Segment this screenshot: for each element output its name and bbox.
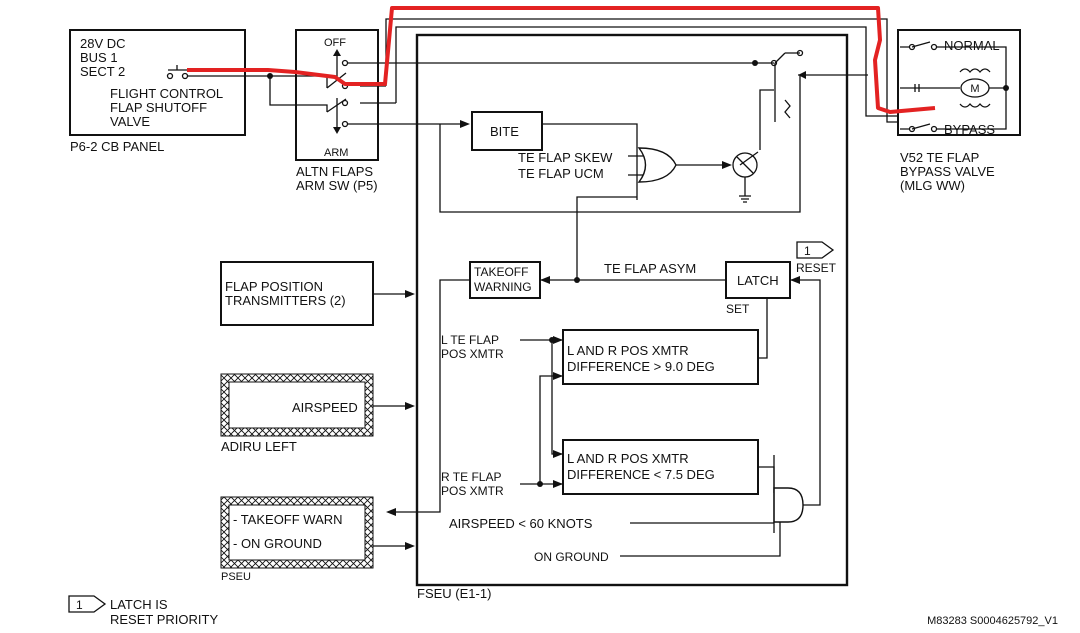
latch-box: [725, 261, 791, 299]
takeoff-warning-label-2: WARNING: [474, 280, 532, 294]
note-text-2: RESET PRIORITY: [110, 612, 218, 627]
bus-label-1: 28V DC: [80, 36, 126, 51]
normal-label: NORMAL: [944, 38, 1000, 53]
bus-label-2: BUS 1: [80, 50, 118, 65]
adiru-label: ADIRU LEFT: [221, 439, 297, 454]
svg-text:1: 1: [76, 598, 83, 612]
r-xmtr-label-2: POS XMTR: [441, 484, 504, 498]
airspeed-lt-label: AIRSPEED < 60 KNOTS: [449, 516, 593, 531]
latch-reset-label: RESET: [796, 261, 837, 275]
switch-arm-label: ARM: [324, 147, 348, 159]
cb-label-1: FLIGHT CONTROL: [110, 86, 223, 101]
fseu-box: [415, 33, 849, 587]
difference-7-label-2: DIFFERENCE < 7.5 DEG: [567, 467, 715, 482]
te-flap-ucm-label: TE FLAP UCM: [518, 166, 604, 181]
difference-7-label-1: L AND R POS XMTR: [567, 451, 689, 466]
valve-label-3: (MLG WW): [900, 178, 965, 193]
pseu-takeoff-warn-label: - TAKEOFF WARN: [233, 512, 343, 527]
bite-label: BITE: [490, 124, 519, 139]
drawing-id: M83283 S0004625792_V1: [927, 615, 1058, 627]
pseu-label: PSEU: [221, 571, 251, 583]
note-text-1: LATCH IS: [110, 597, 168, 612]
difference-9-box: [562, 329, 759, 385]
r-xmtr-label-1: R TE FLAP: [441, 470, 501, 484]
pseu-on-ground-label: - ON GROUND: [233, 536, 322, 551]
note-1-legend-icon: 1: [68, 595, 107, 613]
valve-label-2: BYPASS VALVE: [900, 164, 995, 179]
set-wire: [758, 298, 768, 359]
highlighted-circuit-path: [187, 6, 936, 114]
switch-off-label: OFF: [324, 37, 346, 49]
cb-panel-box: 28V DC BUS 1 SECT 2 FLIGHT CONTROL FLAP …: [69, 29, 246, 136]
xmtr-wiring: [520, 336, 563, 488]
latch-set-label: SET: [726, 302, 750, 316]
fpt-label-2: TRANSMITTERS (2): [225, 293, 346, 308]
on-ground-label: ON GROUND: [534, 550, 609, 564]
cb-panel-label: P6-2 CB PANEL: [70, 139, 164, 154]
motor-label: M: [970, 83, 979, 95]
takeoff-warning-label-1: TAKEOFF: [474, 265, 528, 279]
takeoff-to-gate-wire: [576, 196, 637, 280]
bypass-valve-box: NORMAL BYPASS M: [897, 29, 1021, 137]
reset-wire: [790, 279, 821, 506]
difference-7-box: [562, 439, 759, 495]
adiru-airspeed-label: AIRSPEED: [292, 400, 358, 415]
fseu-label: FSEU (E1-1): [417, 586, 491, 601]
altn-switch-label-1: ALTN FLAPS: [296, 164, 373, 179]
or-gate-inputs: [628, 155, 644, 176]
flap-position-transmitters-box: [220, 261, 374, 326]
takeoff-warn-wire: [388, 279, 470, 513]
takeoff-warning-box: [469, 261, 541, 299]
fseu-relay-contacts: [770, 49, 868, 122]
valve-label-1: V52 TE FLAP: [900, 150, 979, 165]
note-1-flag-icon: 1: [796, 241, 835, 259]
l-xmtr-label-2: POS XMTR: [441, 347, 504, 361]
cb-label-3: VALVE: [110, 114, 150, 129]
l-xmtr-label-1: L TE FLAP: [441, 333, 499, 347]
altn-switch-label-2: ARM SW (P5): [296, 178, 378, 193]
bus-wiring: [187, 18, 900, 128]
latch-label: LATCH: [737, 273, 779, 288]
fpt-label-1: FLAP POSITION: [225, 279, 323, 294]
feedback-wire: [439, 75, 801, 213]
te-flap-asym-label: TE FLAP ASYM: [604, 261, 696, 276]
or-gate-icon: [637, 147, 677, 183]
and-gate-icon: [773, 487, 804, 523]
altn-flaps-switch-box: OFF ARM: [295, 29, 379, 161]
bus-label-3: SECT 2: [80, 64, 125, 79]
difference-9-label-1: L AND R POS XMTR: [567, 343, 689, 358]
svg-text:1: 1: [804, 244, 811, 258]
bite-box: [471, 111, 543, 151]
cb-label-2: FLAP SHUTOFF: [110, 100, 207, 115]
te-flap-skew-label: TE FLAP SKEW: [518, 150, 613, 165]
difference-9-label-2: DIFFERENCE > 9.0 DEG: [567, 359, 715, 374]
